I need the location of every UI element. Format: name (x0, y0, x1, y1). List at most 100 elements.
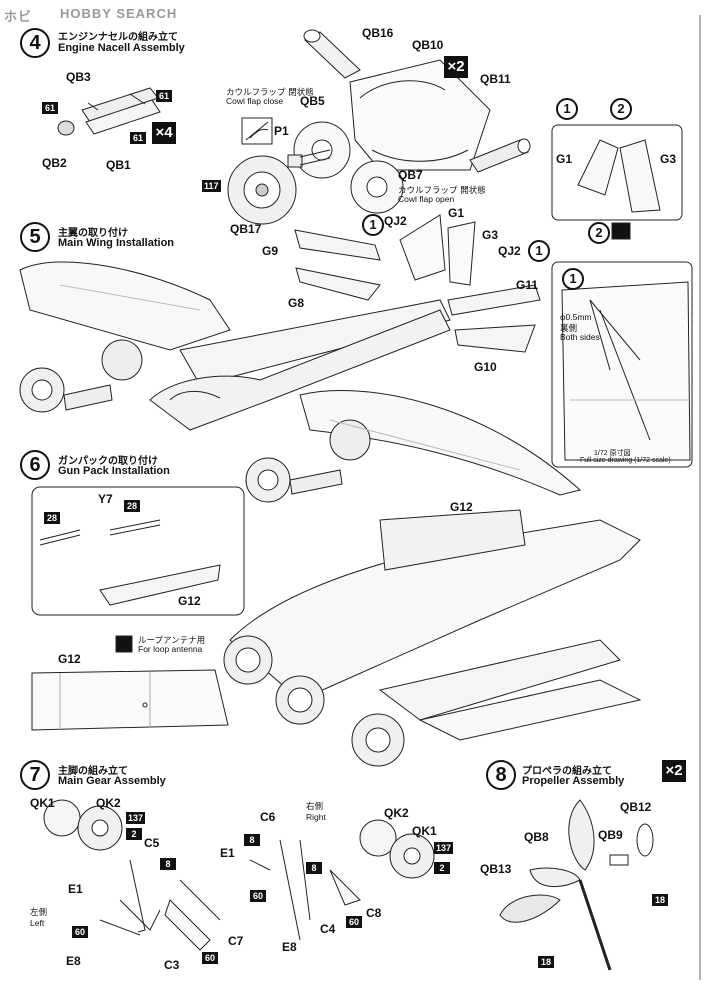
part-qb2: QB2 (42, 156, 67, 170)
part-c3: C3 (164, 958, 180, 972)
gear-left-en: Left (30, 918, 45, 928)
paint-61-a: 61 (42, 102, 58, 114)
step-5-title-en: Main Wing Installation (58, 237, 175, 249)
gear-left-jp: 左側 (30, 908, 48, 918)
paint-8-left: 8 (160, 858, 176, 870)
option-2-icon: 2 (610, 98, 632, 120)
part-p1: P1 (274, 124, 289, 138)
part-qb8: QB8 (524, 830, 549, 844)
scale-note-en: Full size drawing (1/72 scale) (580, 457, 671, 464)
part-qb3: QB3 (66, 70, 91, 84)
paint-137-right: 137 (434, 842, 454, 854)
part-g3-option: G3 (660, 152, 677, 166)
step-8-title-jp: プロペラの組み立て (522, 766, 612, 777)
step-6-number: 6 (20, 450, 50, 480)
cowl-close-en: Cowl flap close (226, 96, 284, 106)
paint-28-b: 28 (44, 512, 60, 524)
part-c7: C7 (228, 934, 244, 948)
part-e8-right: E8 (282, 940, 297, 954)
paint-61-b: 61 (156, 90, 172, 102)
paint-8-right-b: 8 (306, 862, 322, 874)
part-y7: Y7 (98, 492, 113, 506)
part-qb12: QB12 (620, 800, 652, 814)
part-g1-option: G1 (556, 152, 573, 166)
option-1-icon-g9: 1 (362, 214, 384, 236)
part-e1-left: E1 (68, 882, 83, 896)
step-7-number: 7 (20, 760, 50, 790)
part-qb17: QB17 (230, 222, 262, 236)
step-4-title-en: Engine Nacell Assembly (58, 42, 185, 54)
part-g1: G1 (448, 206, 465, 220)
part-qj2-a: QJ2 (384, 214, 407, 228)
step-5-number: 5 (20, 222, 50, 252)
paint-28-a: 28 (124, 500, 140, 512)
paint-2-right: 2 (434, 862, 450, 874)
paint-60-left-b: 60 (202, 952, 218, 964)
step-7-title-jp: 主脚の組み立て (58, 766, 128, 777)
part-c8: C8 (366, 906, 382, 920)
part-g12-flat: G12 (58, 652, 81, 666)
part-g10: G10 (474, 360, 497, 374)
part-qj2-b: QJ2 (498, 244, 521, 258)
part-e8-left: E8 (66, 954, 81, 968)
drill-size: φ0.5mm (560, 312, 592, 322)
multiplier-x2-cowl: ×2 (444, 56, 468, 78)
part-g9: G9 (262, 244, 279, 258)
step-6-title-jp: ガンパックの取り付け (58, 456, 158, 467)
step-4-title-jp: エンジンナセルの組み立て (58, 32, 178, 43)
paint-18-b: 18 (538, 956, 554, 968)
part-g8: G8 (288, 296, 305, 310)
step-8-number: 8 (486, 760, 516, 790)
part-qb5: QB5 (300, 94, 325, 108)
step-6-title-en: Gun Pack Installation (58, 465, 170, 477)
part-qb7: QB7 (398, 168, 423, 182)
step-7-title-en: Main Gear Assembly (58, 775, 166, 787)
part-qb11: QB11 (480, 72, 511, 86)
paint-60-right-b: 60 (346, 916, 362, 928)
part-qb10: QB10 (412, 38, 444, 52)
watermark: HOBBY SEARCH (60, 6, 178, 21)
part-qk1-right: QK1 (412, 824, 437, 838)
paint-60-right-a: 60 (250, 890, 266, 902)
option-2-icon-b: 2 (588, 222, 610, 244)
main-airframe (19, 214, 582, 503)
paint-8-right-a: 8 (244, 834, 260, 846)
option-1-icon-qj2: 1 (528, 240, 550, 262)
step-8-title-en: Propeller Assembly (522, 775, 625, 787)
drill-side-jp: 裏側 (560, 324, 578, 334)
scale-note-jp: 1/72 原寸図 (594, 450, 631, 457)
part-c6: C6 (260, 810, 276, 824)
part-g11: G11 (516, 278, 539, 292)
paint-117: 117 (202, 180, 221, 192)
cowl-open-en: Cowl flap open (398, 194, 455, 204)
part-g12-main: G12 (450, 500, 473, 514)
gear-right-en: Right (306, 812, 326, 822)
paint-61-c: 61 (130, 132, 146, 144)
qb-nacelle-parts (57, 87, 161, 136)
part-qk2-right: QK2 (384, 806, 409, 820)
part-e1-right: E1 (220, 846, 235, 860)
paint-137-left: 137 (126, 812, 146, 824)
part-g3: G3 (482, 228, 499, 242)
part-c4: C4 (320, 922, 336, 936)
step-4-number: 4 (20, 28, 50, 58)
part-g12-box: G12 (178, 594, 201, 608)
paint-60-left-a: 60 (72, 926, 88, 938)
option-1-icon: 1 (556, 98, 578, 120)
step-5-title-jp: 主翼の取り付け (58, 228, 128, 239)
part-qk1-left: QK1 (30, 796, 55, 810)
part-qb16: QB16 (362, 26, 394, 40)
paint-2-left: 2 (126, 828, 142, 840)
part-qb13: QB13 (480, 862, 512, 876)
part-c5: C5 (144, 836, 160, 850)
multiplier-x2-prop: ×2 (662, 760, 686, 782)
drill-side-en: Both sides (560, 332, 600, 342)
cowl-open-jp: カウルフラップ 開状態 (398, 186, 486, 196)
multiplier-x4: ×4 (152, 122, 176, 144)
gear-right-jp: 右側 (306, 802, 324, 812)
paint-18-a: 18 (652, 894, 668, 906)
loop-antenna-jp: ループアンテナ用 (138, 636, 206, 646)
part-qb1: QB1 (106, 158, 131, 172)
